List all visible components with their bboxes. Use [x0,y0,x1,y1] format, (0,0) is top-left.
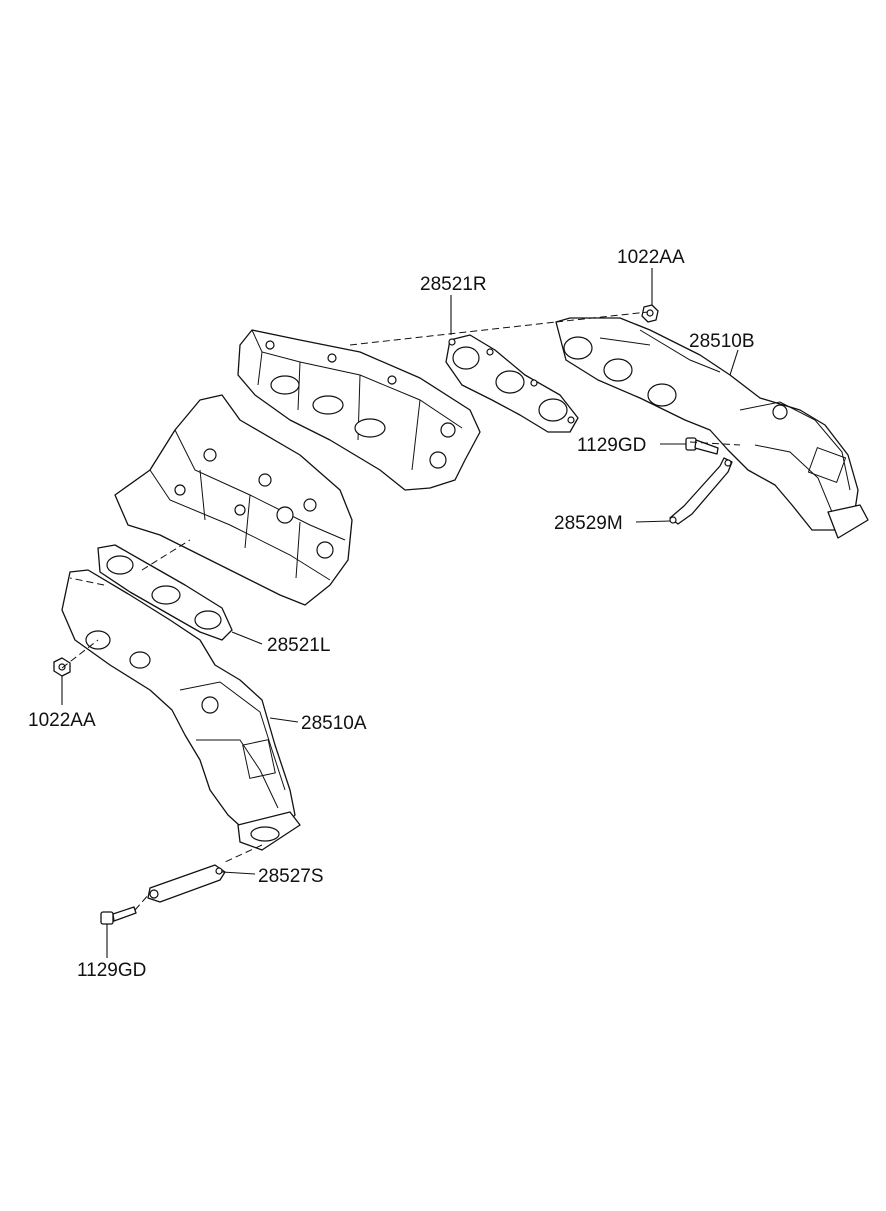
stay-left[interactable] [147,864,226,903]
assembly-guide-lines [61,311,741,911]
leader-lines [61,268,739,958]
label-nut-right[interactable]: 1022AA [617,247,685,268]
stay-right[interactable] [669,457,733,525]
bolt-right[interactable] [685,437,719,455]
label-nut-left[interactable]: 1022AA [28,710,96,731]
gasket-left[interactable] [97,544,233,641]
gasket-right[interactable] [445,334,579,433]
label-manifold-right[interactable]: 28510B [689,331,755,352]
label-gasket-left[interactable]: 28521L [267,635,330,656]
bolt-left[interactable] [100,906,137,925]
cylinder-head-left [114,394,353,606]
label-gasket-right[interactable]: 28521R [420,274,487,295]
label-bolt-left[interactable]: 1129GD [77,960,146,981]
label-bolt-right[interactable]: 1129GD [577,435,646,456]
exhaust-manifold-right[interactable] [555,317,869,539]
cylinder-head-right [237,329,481,491]
exhaust-manifold-left[interactable] [61,569,301,851]
nut-right[interactable] [641,304,659,323]
nut-left[interactable] [53,657,71,677]
label-stay-left[interactable]: 28527S [258,866,324,887]
label-stay-right[interactable]: 28529M [554,513,623,534]
label-manifold-left[interactable]: 28510A [301,713,367,734]
